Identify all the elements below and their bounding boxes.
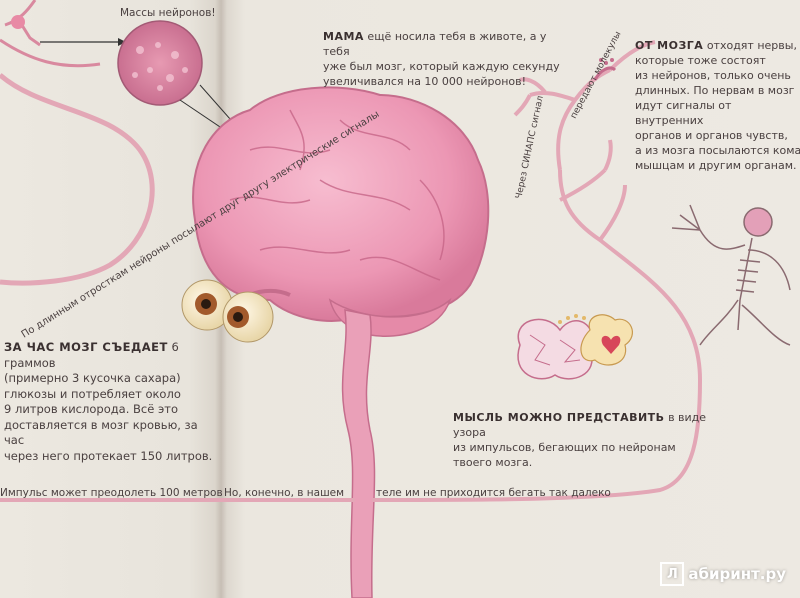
watermark-text: абиринт.ру xyxy=(688,565,786,583)
neuron-right xyxy=(513,40,656,242)
synapse xyxy=(593,58,617,81)
nerves-line-8: мышцам и другим органам. xyxy=(635,159,797,172)
thought-line-2: из импульсов, бегающих по нейронам xyxy=(453,441,676,454)
neuron-mass xyxy=(117,20,203,106)
skeleton-figure xyxy=(671,204,791,346)
mama-line-1: ещё носила тебя в животе, а у тебя xyxy=(323,30,547,58)
glucose-heading: ЗА ЧАС МОЗГ СЪЕДАЕТ xyxy=(4,340,168,354)
mama-paragraph: МАМА ещё носила тебя в животе, а у тебя … xyxy=(323,29,563,89)
brain-illustration xyxy=(192,86,490,598)
nerves-line-3: из нейронов, только очень xyxy=(635,69,791,82)
glucose-line-2: (примерно 3 кусочка сахара) xyxy=(4,371,181,385)
nerves-line-7: а из мозга посылаются команды xyxy=(635,144,800,157)
eyes xyxy=(181,279,274,343)
bottom-right-caption: теле им не приходится бегать так далеко xyxy=(376,487,611,499)
thought-pattern xyxy=(517,314,633,380)
glucose-line-5: доставляется в мозг кровью, за час xyxy=(4,417,198,448)
glucose-line-4: 9 литров кислорода. Всё это xyxy=(4,402,179,416)
nerves-line-4: длинных. По нервам в мозг xyxy=(635,84,795,97)
mama-line-3: увеличивался на 10 000 нейронов! xyxy=(323,75,527,88)
glucose-line-3: глюкозы и потребляет около xyxy=(4,386,181,401)
nerves-heading: ОТ МОЗГА xyxy=(635,39,704,52)
labirint-logo-icon: Л xyxy=(660,562,685,586)
thought-line-1: в виде узора xyxy=(453,411,707,439)
nerves-line-5: идут сигналы от внутренних xyxy=(635,99,732,127)
thought-paragraph: МЫСЛЬ МОЖНО ПРЕДСТАВИТЬ в виде узора из … xyxy=(453,410,713,470)
nerves-paragraph: ОТ МОЗГА отходят нервы, которые тоже сос… xyxy=(635,38,800,173)
mama-line-2: уже был мозг, который каждую секунду xyxy=(323,60,560,73)
bottom-mid-caption: Но, конечно, в нашем xyxy=(224,487,345,499)
left-axon xyxy=(0,73,155,286)
glucose-line-6: через него протекает 150 литров. xyxy=(4,448,213,463)
nerves-line-6: органов и органов чувств, xyxy=(635,129,788,142)
nerves-line-1: отходят нервы, xyxy=(706,39,797,52)
thought-heading: МЫСЛЬ МОЖНО ПРЕДСТАВИТЬ xyxy=(453,411,665,424)
impulse-caption: Импульс может преодолеть 100 метров! xyxy=(0,487,222,499)
labirint-watermark: Л абиринт.ру xyxy=(660,562,786,586)
neuron-top-left xyxy=(0,0,101,68)
mama-heading: МАМА xyxy=(323,30,364,43)
spinal-cord xyxy=(341,309,376,598)
thought-line-3: твоего мозга. xyxy=(453,456,533,469)
bottom-nerve xyxy=(0,169,703,502)
glucose-paragraph: ЗА ЧАС МОЗГ СЪЕДАЕТ 6 граммов (примерно … xyxy=(4,340,219,464)
top-label: Массы нейронов! xyxy=(120,7,216,19)
nerves-line-2: которые тоже состоят xyxy=(635,54,766,67)
glucose-line-1: 6 граммов xyxy=(4,340,179,370)
